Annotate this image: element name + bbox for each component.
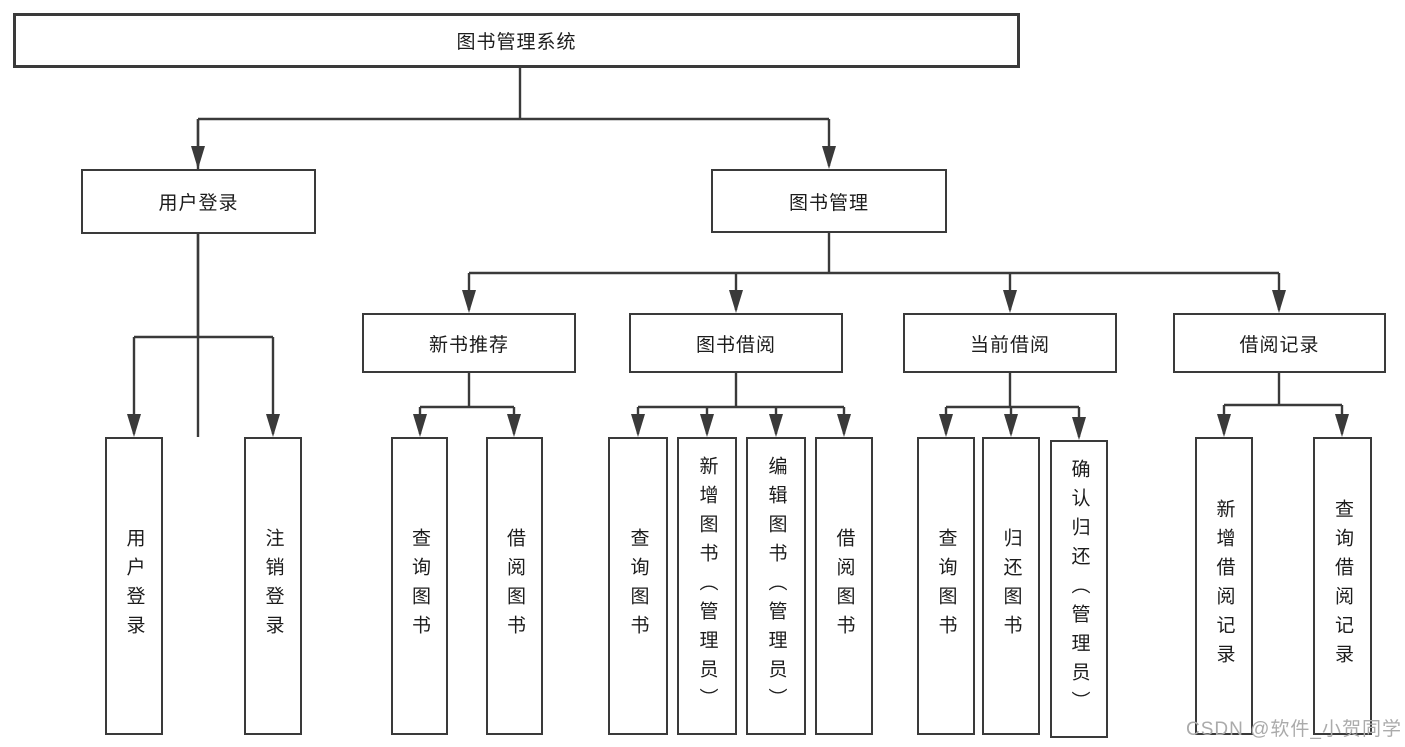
leaf-query-books-recommend-label: 查询图书 <box>409 528 430 644</box>
node-book-management-label: 图书管理 <box>788 192 869 214</box>
leaf-confirm-return-admin: 确认归还（管理员） <box>1050 440 1108 738</box>
leaf-query-books-recommend: 查询图书 <box>391 437 448 735</box>
connector-book-management <box>462 233 1286 313</box>
leaf-logout-label: 注销登录 <box>262 528 284 644</box>
leaf-return-book-label: 归还图书 <box>1000 528 1022 644</box>
node-user-login: 用户登录 <box>81 169 316 234</box>
leaf-borrow-books-recommend: 借阅图书 <box>486 437 543 735</box>
leaf-add-book-admin: 新增图书（管理员） <box>677 437 737 735</box>
watermark: CSDN @软件_小贺同学 <box>1186 719 1402 740</box>
leaf-borrow-books: 借阅图书 <box>815 437 873 735</box>
node-new-book-recommend: 新书推荐 <box>362 313 576 373</box>
leaf-return-book: 归还图书 <box>982 437 1040 735</box>
node-book-borrow-label: 图书借阅 <box>695 334 776 356</box>
leaf-edit-book-admin: 编辑图书（管理员） <box>746 437 806 735</box>
leaf-edit-book-admin-label: 编辑图书（管理员） <box>765 455 787 717</box>
leaf-query-books-current: 查询图书 <box>917 437 975 735</box>
node-current-borrow-label: 当前借阅 <box>969 334 1050 356</box>
leaf-query-books-borrow: 查询图书 <box>608 437 668 735</box>
connector-borrow-records <box>1217 373 1349 437</box>
node-borrow-records-label: 借阅记录 <box>1239 334 1320 356</box>
connector-root <box>191 68 836 437</box>
leaf-add-borrow-record: 新增借阅记录 <box>1195 437 1253 735</box>
connector-new-book-recommend <box>413 373 521 437</box>
connector-book-borrow <box>631 373 851 437</box>
leaf-query-books-current-label: 查询图书 <box>935 528 957 644</box>
leaf-user-login: 用户登录 <box>105 437 163 735</box>
node-root: 图书管理系统 <box>13 13 1020 68</box>
leaf-add-book-admin-label: 新增图书（管理员） <box>696 455 718 717</box>
node-user-login-label: 用户登录 <box>158 193 239 214</box>
connector-user-login <box>127 234 280 437</box>
leaf-borrow-books-label: 借阅图书 <box>833 528 855 644</box>
leaf-logout: 注销登录 <box>244 437 302 735</box>
node-new-book-recommend-label: 新书推荐 <box>428 334 509 356</box>
leaf-borrow-books-recommend-label: 借阅图书 <box>504 528 525 644</box>
leaf-user-login-label: 用户登录 <box>123 528 145 644</box>
leaf-confirm-return-admin-label: 确认归还（管理员） <box>1068 458 1090 720</box>
leaf-query-books-borrow-label: 查询图书 <box>627 528 649 644</box>
node-root-label: 图书管理系统 <box>456 32 577 53</box>
node-borrow-records: 借阅记录 <box>1173 313 1386 373</box>
leaf-query-borrow-record-label: 查询借阅记录 <box>1332 499 1353 673</box>
node-current-borrow: 当前借阅 <box>903 313 1117 373</box>
leaf-add-borrow-record-label: 新增借阅记录 <box>1213 499 1235 673</box>
node-book-management: 图书管理 <box>711 169 947 233</box>
node-book-borrow: 图书借阅 <box>629 313 843 373</box>
connector-current-borrow <box>939 373 1086 440</box>
leaf-query-borrow-record: 查询借阅记录 <box>1313 437 1372 735</box>
